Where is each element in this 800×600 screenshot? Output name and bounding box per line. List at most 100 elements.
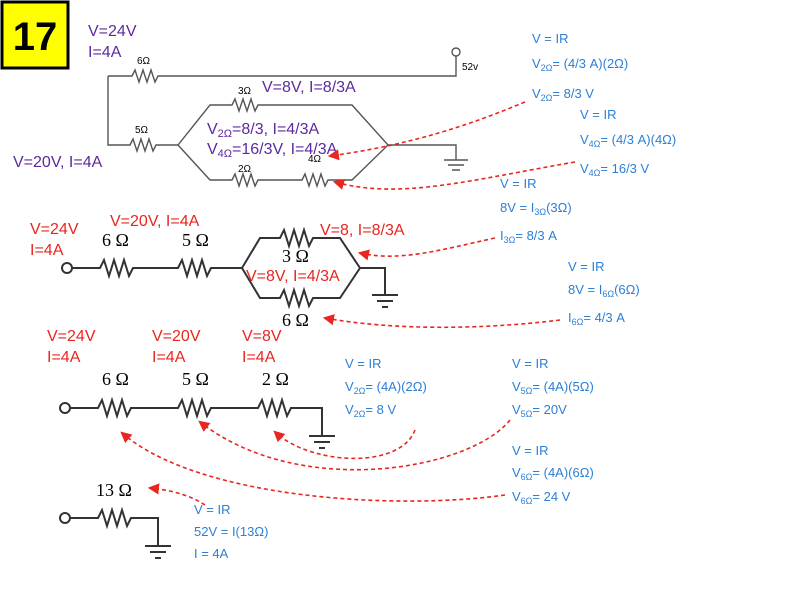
fourth-ground-icon — [145, 545, 171, 559]
calc-bot-5ohm-l3: V5Ω= 20V — [512, 402, 567, 419]
calc-mid-3ohm-rhs: (3Ω) — [546, 200, 572, 215]
arrow-mid-3ohm — [357, 237, 496, 261]
calc-top-2ohm-v: V — [532, 56, 541, 71]
second-series-wire — [72, 256, 242, 280]
calc-top-4ohm-l3: V4Ω= 16/3 V — [580, 161, 650, 178]
calc-bot-6ohm-v3: V — [512, 489, 521, 504]
calc-bot-2ohm-l3: V2Ω= 8 V — [345, 402, 396, 419]
calc-bot-5ohm-res: = 20V — [532, 402, 567, 417]
calc-top-2ohm: V = IR V2Ω= (4/3 A)(2Ω) V2Ω= 8/3 V — [532, 31, 628, 103]
calc-top-2ohm-res: = 8/3 V — [552, 86, 594, 101]
second-6ohm-branch — [241, 267, 361, 310]
third-note-6-v: V=24V — [47, 328, 96, 345]
calc-top-4ohm-sub: 4Ω — [589, 139, 601, 149]
top-note-6-i: I=4A — [88, 44, 122, 61]
top-circuit: 52v 6Ω 5Ω 3Ω 2Ω 4Ω V=24V I=4A V=8V, I=8/… — [13, 23, 478, 189]
third-source-terminal — [59, 402, 71, 414]
top-note-4-sub: 4Ω — [218, 148, 232, 160]
calc-top-4ohm-sub3: 4Ω — [589, 168, 601, 178]
second-note-6b: V=8V, I=4/3A — [246, 268, 340, 285]
calc-mid-3ohm-i: I — [500, 228, 504, 243]
top-r6-label: 6Ω — [137, 56, 151, 67]
calc-bot-2ohm-v: V — [345, 379, 354, 394]
top-5ohm-wire — [107, 76, 178, 154]
calc-bot-5ohm-l2: V5Ω= (4A)(5Ω) — [512, 379, 594, 396]
top-note-5: V=20V, I=4A — [13, 154, 103, 171]
arrow-bot-6ohm — [120, 431, 506, 502]
arrow-top-2ohm — [327, 101, 526, 161]
top-r2-label: 2Ω — [238, 164, 252, 175]
calc-total-l1: V = IR — [194, 502, 231, 517]
calc-mid-6ohm-l3: I6Ω= 4/3 A — [568, 310, 625, 327]
second-note-6-v: V=24V — [30, 221, 79, 238]
calc-bot-2ohm-v3: V — [345, 402, 354, 417]
calc-bot-5ohm-sub: 5Ω — [521, 386, 533, 396]
calc-total: V = IR 52V = I(13Ω) I = 4A — [194, 502, 268, 561]
problem-number: 17 — [13, 15, 58, 59]
calc-bot-2ohm-res: = 8 V — [365, 402, 396, 417]
calc-bot-6ohm-l1: V = IR — [512, 443, 549, 458]
top-6ohm-wire — [108, 56, 457, 85]
calc-mid-3ohm-sub3: 3Ω — [504, 235, 516, 245]
second-3ohm-branch — [241, 226, 386, 295]
calc-top-2ohm-rhs: = (4/3 A)(2Ω) — [552, 56, 628, 71]
top-lower-branch — [177, 144, 389, 189]
calc-top-4ohm-v3: V — [580, 161, 589, 176]
calc-mid-3ohm-lhs: 8V = I — [500, 200, 534, 215]
top-r3-label: 3Ω — [238, 86, 252, 97]
calc-mid-6ohm-rhs: (6Ω) — [614, 282, 640, 297]
calc-bot-6ohm-sub3: 6Ω — [521, 496, 533, 506]
third-r2-label: 2 Ω — [262, 369, 289, 389]
calc-mid-3ohm-sub: 3Ω — [534, 207, 546, 217]
calc-mid-3ohm-l1: V = IR — [500, 176, 537, 191]
third-r5-label: 5 Ω — [182, 369, 209, 389]
top-source-terminal — [451, 47, 461, 57]
second-note-3: V=8, I=8/3A — [320, 222, 405, 239]
calc-mid-3ohm-res: = 8/3 A — [515, 228, 557, 243]
calc-top-2ohm-l1: V = IR — [532, 31, 569, 46]
calc-bot-5ohm: V = IR V5Ω= (4A)(5Ω) V5Ω= 20V — [512, 356, 594, 419]
problem-badge: 17 — [0, 0, 70, 70]
second-ground-icon — [372, 294, 398, 308]
top-note-4: V4Ω=16/3V, I=4/3A — [207, 141, 338, 160]
third-ground-icon — [309, 435, 335, 449]
calc-top-4ohm: V = IR V4Ω= (4/3 A)(4Ω) V4Ω= 16/3 V — [580, 107, 676, 178]
top-note-3: V=8V, I=8/3A — [262, 79, 356, 96]
calc-bot-6ohm-v: V — [512, 465, 521, 480]
calc-mid-6ohm-sub: 6Ω — [602, 289, 614, 299]
calc-bot-2ohm-l1: V = IR — [345, 356, 382, 371]
calc-top-4ohm-l2: V4Ω= (4/3 A)(4Ω) — [580, 132, 676, 149]
third-note-2-v: V=8V — [242, 328, 282, 345]
second-circuit: 6 Ω 5 Ω 3 Ω 6 Ω V=24V I=4A V=20V, I=4A V… — [30, 213, 405, 330]
calc-bot-6ohm-rhs: = (4A)(6Ω) — [532, 465, 593, 480]
calc-mid-6ohm-sub3: 6Ω — [572, 317, 584, 327]
second-note-6-i: I=4A — [30, 242, 64, 259]
top-r4-label: 4Ω — [308, 154, 322, 165]
top-note-6-v: V=24V — [88, 23, 137, 40]
second-r6b-label: 6 Ω — [282, 310, 309, 330]
calc-mid-6ohm-l2: 8V = I6Ω(6Ω) — [568, 282, 640, 299]
top-ground-icon — [388, 144, 468, 171]
fourth-circuit: 13 Ω — [59, 480, 171, 559]
calc-top-2ohm-sub: 2Ω — [541, 63, 553, 73]
calc-bot-6ohm-res: = 24 V — [532, 489, 570, 504]
calc-bot-6ohm-l2: V6Ω= (4A)(6Ω) — [512, 465, 594, 482]
arrow-top-4ohm — [332, 161, 576, 190]
calc-bot-6ohm: V = IR V6Ω= (4A)(6Ω) V6Ω= 24 V — [512, 443, 594, 506]
calc-mid-6ohm-res: = 4/3 A — [583, 310, 625, 325]
arrow-bot-2ohm — [273, 429, 416, 460]
third-series-wire — [70, 396, 323, 436]
calc-bot-5ohm-sub3: 5Ω — [521, 409, 533, 419]
calc-mid-6ohm-i: I — [568, 310, 572, 325]
top-r5-label: 5Ω — [135, 125, 149, 136]
second-note-5: V=20V, I=4A — [110, 213, 200, 230]
calc-top-2ohm-sub3: 2Ω — [541, 93, 553, 103]
arrow-bot-5ohm — [198, 419, 511, 471]
third-note-6-i: I=4A — [47, 349, 81, 366]
calc-top-4ohm-v: V — [580, 132, 589, 147]
arrow-mid-6ohm — [322, 314, 561, 329]
calc-bot-5ohm-v: V — [512, 379, 521, 394]
calc-bot-6ohm-sub: 6Ω — [521, 472, 533, 482]
calc-mid-3ohm: V = IR 8V = I3Ω(3Ω) I3Ω= 8/3 A — [500, 176, 572, 245]
